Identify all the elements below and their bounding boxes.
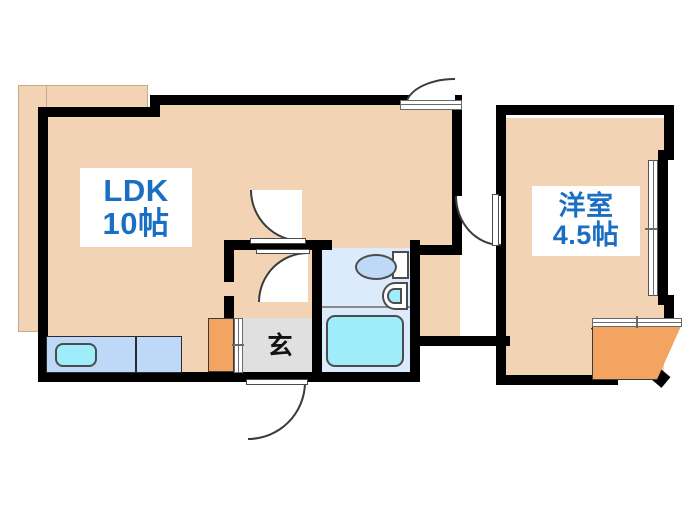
closet-door-handle (636, 316, 638, 328)
entrance-door-panel[interactable] (246, 379, 308, 385)
wall-bath-left-lower (312, 310, 322, 382)
bedroom-window-handle (645, 228, 657, 230)
wall-ldk-upper-left-horizontal (38, 107, 158, 117)
wall-ldk-upper-left-jog (150, 95, 160, 117)
balcony-door-top-panel[interactable] (400, 100, 462, 110)
shoe-cabinet-handle (232, 344, 244, 346)
ldk-label-line2: 10帖 (102, 206, 170, 242)
bedroom-label-line1: 洋室 (558, 191, 614, 221)
wall-bath-left-upper (312, 240, 322, 310)
wall-bath-bottom (312, 372, 420, 382)
wall-bedroom-top (496, 105, 674, 115)
wall-corridor-bottom (410, 336, 510, 346)
kitchen-sink (55, 343, 97, 367)
wash-basin-bowl (387, 288, 402, 304)
wall-bath-right (410, 240, 420, 382)
ldk-label-line1: LDK (103, 173, 169, 208)
bedroom-label-line2: 4.5帖 (552, 220, 620, 251)
entrance-door-arc[interactable] (248, 382, 306, 440)
ldk-hall-door-panel[interactable] (250, 238, 306, 244)
wall-ldk-bottom (38, 372, 233, 382)
wall-bedroom-right-lower (664, 295, 674, 335)
wall-ldk-hall-divider-upper (224, 240, 234, 282)
toilet-bowl (355, 254, 397, 280)
wall-genkan-bottom (228, 372, 320, 382)
wall-hall-top (224, 240, 332, 250)
wall-bedroom-right-mid (658, 150, 668, 302)
wall-ldk-left (38, 107, 48, 372)
shoe-cabinet (208, 318, 234, 372)
bathtub (326, 315, 404, 367)
balcony-door-top-track (400, 104, 462, 105)
wall-bedroom-left (496, 105, 506, 385)
wall-ldk-top (150, 95, 462, 105)
washroom-door-panel[interactable] (256, 249, 310, 254)
wall-corridor-lower-left (410, 245, 462, 255)
genkan-floor (240, 318, 320, 380)
genkan-label: 玄 (267, 332, 293, 360)
line-washroom-bath-divider (322, 306, 410, 308)
kitchen-counter-2 (136, 336, 182, 373)
ldk-label: LDK 10帖 (80, 168, 192, 247)
wall-bedroom-bottom (496, 375, 618, 385)
bedroom-door-panel[interactable] (492, 194, 499, 246)
wall-bedroom-right-upper (664, 105, 674, 153)
bedroom-label: 洋室 4.5帖 (532, 186, 640, 257)
bedroom-closet[interactable] (592, 324, 682, 380)
wall-hall-right-upper (452, 105, 462, 245)
